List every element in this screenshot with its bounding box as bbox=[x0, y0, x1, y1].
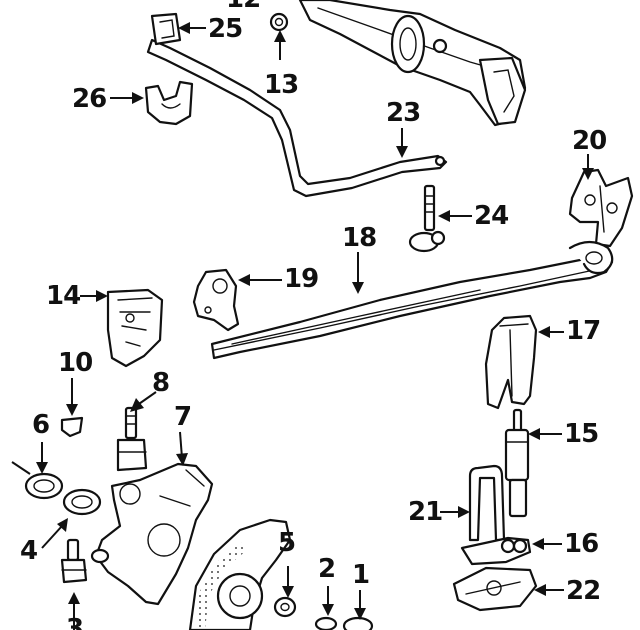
callout-21: 21 bbox=[408, 497, 443, 527]
frame-bracket bbox=[106, 288, 164, 368]
washer bbox=[314, 616, 338, 630]
callout-16: 16 bbox=[564, 529, 599, 559]
callout-18: 18 bbox=[342, 223, 377, 253]
hub-nut bbox=[342, 616, 374, 630]
spring-plate bbox=[460, 536, 532, 566]
callout-2: 2 bbox=[318, 554, 336, 584]
front-axle-crossmember bbox=[298, 0, 527, 127]
callout-4: 4 bbox=[20, 536, 38, 566]
stabilizer-bar bbox=[146, 38, 448, 198]
callout-1: 1 bbox=[352, 560, 370, 590]
spring-seat bbox=[452, 566, 538, 612]
shock-absorber bbox=[504, 408, 530, 518]
callout-14: 14 bbox=[46, 281, 81, 311]
grease-cap bbox=[60, 416, 84, 438]
callout-13: 13 bbox=[264, 70, 299, 100]
stabilizer-bracket bbox=[144, 80, 194, 126]
callout-22: 22 bbox=[566, 576, 601, 606]
callout-15: 15 bbox=[564, 419, 599, 449]
callout-8: 8 bbox=[152, 368, 170, 398]
leaf-spring bbox=[210, 240, 614, 360]
spring-front-hanger bbox=[192, 268, 240, 332]
steering-knuckle bbox=[90, 462, 214, 606]
bushing-nut bbox=[269, 12, 289, 32]
stabilizer-link bbox=[408, 184, 446, 253]
brake-rotor-shield bbox=[188, 518, 292, 630]
bearing-race bbox=[62, 488, 102, 516]
callout-20: 20 bbox=[572, 126, 607, 156]
callout-5: 5 bbox=[278, 528, 296, 558]
hub-seal bbox=[24, 472, 64, 500]
callout-3: 3 bbox=[66, 614, 84, 630]
leader-lines bbox=[11, 22, 594, 630]
wheel-bearing bbox=[273, 596, 297, 618]
callout-23: 23 bbox=[386, 98, 421, 128]
stabilizer-bushing bbox=[150, 12, 182, 46]
callout-10: 10 bbox=[58, 348, 93, 378]
callout-12: 12 bbox=[226, 0, 261, 12]
upper-ball-joint bbox=[116, 406, 148, 472]
callout-6: 6 bbox=[32, 410, 50, 440]
spring-rear-bracket bbox=[568, 168, 634, 248]
u-bolt bbox=[468, 464, 506, 542]
callout-17: 17 bbox=[566, 316, 601, 346]
callout-26: 26 bbox=[72, 84, 107, 114]
lower-ball-joint bbox=[60, 538, 88, 584]
callout-19: 19 bbox=[284, 264, 319, 294]
callout-24: 24 bbox=[474, 201, 509, 231]
callout-25: 25 bbox=[208, 14, 243, 44]
callout-7: 7 bbox=[174, 402, 192, 432]
bumper-bracket bbox=[484, 314, 538, 410]
